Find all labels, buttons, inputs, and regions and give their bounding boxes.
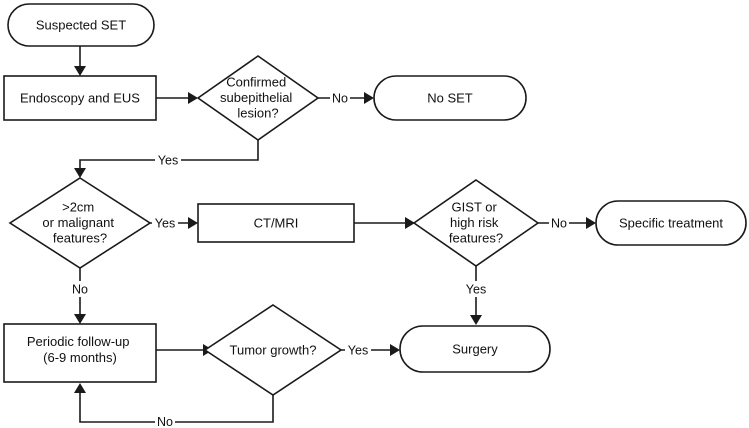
node-endoscopy-eus-label: Endoscopy and EUS (20, 91, 140, 106)
node-endoscopy-eus: Endoscopy and EUS (3, 75, 157, 121)
node-size-check-label: >2cm or malignant features? (42, 200, 117, 246)
node-confirmed-lesion: Confirmed subepithelial lesion? (196, 55, 320, 141)
arrowhead-right (586, 217, 596, 229)
arrowhead-down (74, 66, 86, 76)
arrowhead-right (364, 92, 374, 104)
node-followup-label: Periodic follow-up (6-9 months) (27, 334, 133, 365)
node-tumor-growth: Tumor growth? (203, 304, 343, 396)
edge-label-confirmed-no: No (332, 92, 348, 106)
node-suspected-set: Suspected SET (7, 3, 155, 47)
arrowhead-right (188, 92, 198, 104)
node-confirmed-label: Confirmed subepithelial lesion? (220, 75, 296, 121)
edge-growth-loop-back (79, 391, 274, 423)
arrowhead-down (470, 315, 482, 325)
node-gist-check: GIST or high risk features? (412, 179, 540, 267)
node-no-set-label: No SET (427, 91, 473, 106)
arrowhead-down (74, 314, 86, 324)
node-ct-mri: CT/MRI (197, 203, 355, 243)
node-surgery-label: Surgery (452, 342, 498, 357)
edge-label-size-no: No (72, 283, 88, 297)
edge-label-gist-no: No (551, 217, 567, 231)
arrowhead-right (390, 344, 400, 356)
edge-label-growth-no: No (157, 415, 173, 428)
edge-label-size-yes: Yes (155, 217, 175, 231)
node-gist-check-label: GIST or high risk features? (449, 200, 503, 246)
node-size-check: >2cm or malignant features? (8, 177, 152, 269)
node-tumor-growth-label: Tumor growth? (230, 343, 317, 358)
node-specific-treatment-label: Specific treatment (619, 216, 723, 231)
node-periodic-followup: Periodic follow-up (6-9 months) (3, 323, 157, 383)
arrowhead-right (405, 217, 415, 229)
node-specific-treatment: Specific treatment (595, 200, 747, 246)
node-surgery: Surgery (399, 325, 551, 373)
arrowhead-down (74, 168, 86, 178)
arrowheads (74, 66, 596, 393)
edge-label-gist-yes: Yes (466, 283, 486, 297)
node-ct-mri-label: CT/MRI (254, 216, 299, 231)
edge-labels: No Yes Yes No No Yes Yes No (70, 90, 569, 428)
arrowhead-up (74, 383, 86, 393)
node-suspected-set-label: Suspected SET (36, 18, 126, 33)
edge-label-confirmed-yes: Yes (158, 154, 178, 168)
node-no-set: No SET (373, 75, 527, 121)
edge-label-growth-yes: Yes (348, 344, 368, 358)
arrowhead-right (188, 217, 198, 229)
